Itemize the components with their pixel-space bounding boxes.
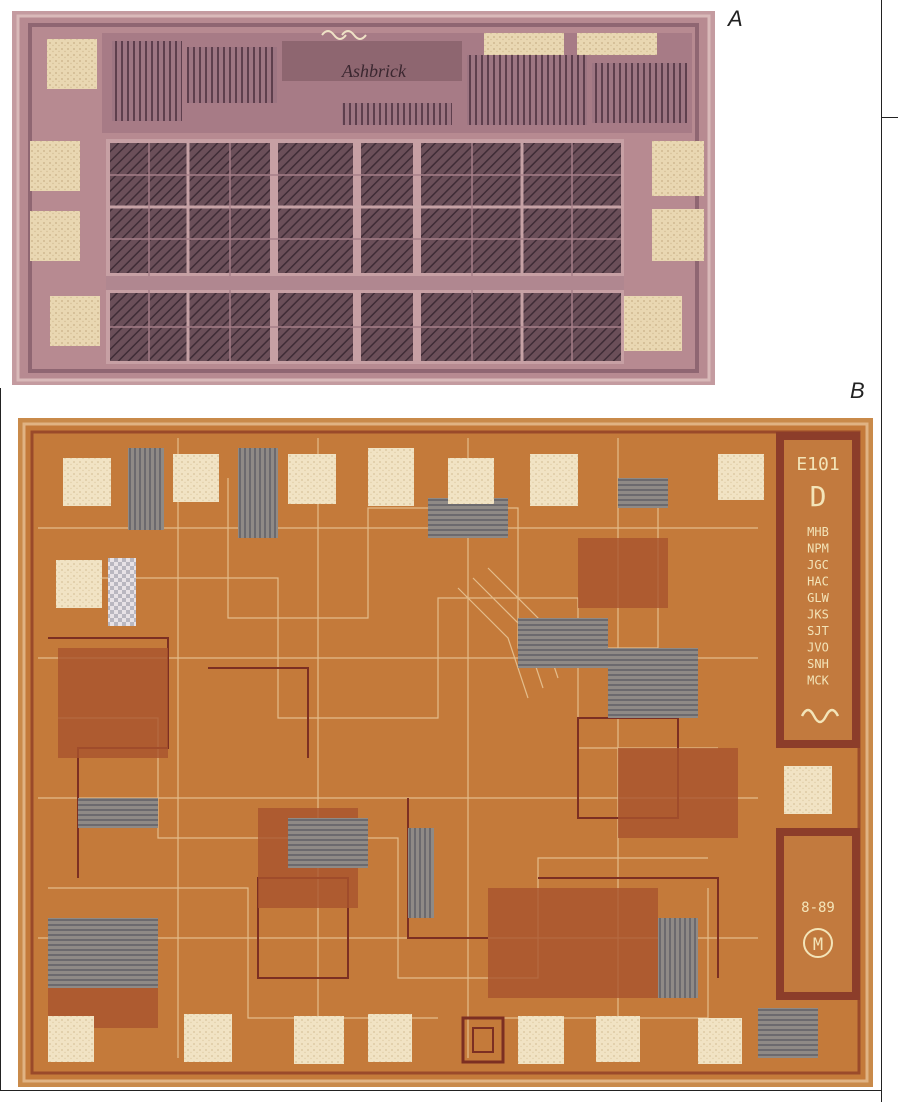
designer-initial: MCK <box>807 674 829 688</box>
chip-b-logo: M <box>813 935 823 955</box>
bond-pad <box>30 141 80 191</box>
bond-pad <box>784 766 832 814</box>
bond-pad <box>484 33 564 55</box>
designer-initial: GLW <box>807 591 829 605</box>
designer-initial: HAC <box>807 575 829 589</box>
bond-pad <box>652 141 704 196</box>
bond-pad <box>184 1014 232 1062</box>
bond-pad <box>577 33 657 55</box>
bond-pad <box>624 296 682 351</box>
bond-pad <box>596 1016 640 1062</box>
figure-label-a: A <box>728 6 743 31</box>
column-divider <box>881 0 882 1102</box>
manufacturer-logo-icon <box>803 928 833 958</box>
bond-pad <box>63 458 111 506</box>
chip-photo-b: E101 D MHB NPM JGC HAC GLW JKS SJT JVO SNH MCK 8-… <box>18 418 873 1087</box>
bond-pad <box>56 560 102 608</box>
bond-pad <box>448 458 494 504</box>
designer-initial: JKS <box>807 608 829 622</box>
bond-pad <box>652 209 704 261</box>
designer-initial: SNH <box>807 657 829 671</box>
chip-a-logo-text: Ashbrick <box>341 61 407 81</box>
bond-pad <box>518 1016 564 1064</box>
bottom-rule <box>0 1090 882 1091</box>
bond-pad <box>530 454 578 506</box>
designer-initial: MHB <box>807 525 829 539</box>
signature-mark <box>800 708 840 724</box>
bond-pad <box>30 211 80 261</box>
left-rule <box>0 388 1 1090</box>
bond-pad <box>50 296 100 346</box>
bond-pad <box>368 1014 412 1062</box>
bond-pad <box>368 448 414 506</box>
chip-b-revision: D <box>810 480 827 513</box>
designer-initial: NPM <box>807 542 829 556</box>
designer-initial: JVO <box>807 641 829 655</box>
bond-pad <box>718 454 764 500</box>
bond-pad <box>48 1016 94 1062</box>
bond-pad <box>294 1016 344 1064</box>
designer-initials: MHB NPM JGC HAC GLW JKS SJT JVO SNH MCK <box>807 525 829 688</box>
bond-pad <box>173 454 219 502</box>
bond-pad <box>698 1018 742 1064</box>
chip-photo-a: Ashbrick <box>12 11 715 385</box>
designer-initial: JGC <box>807 558 829 572</box>
bond-pad <box>288 454 336 504</box>
designer-initial: SJT <box>807 624 829 638</box>
bond-pad <box>47 39 97 89</box>
chip-b-part-number: E101 <box>796 454 839 475</box>
chip-b-date-code: 8-89 <box>801 900 835 916</box>
figure-label-b: B <box>850 378 865 403</box>
column-rule <box>881 117 898 118</box>
